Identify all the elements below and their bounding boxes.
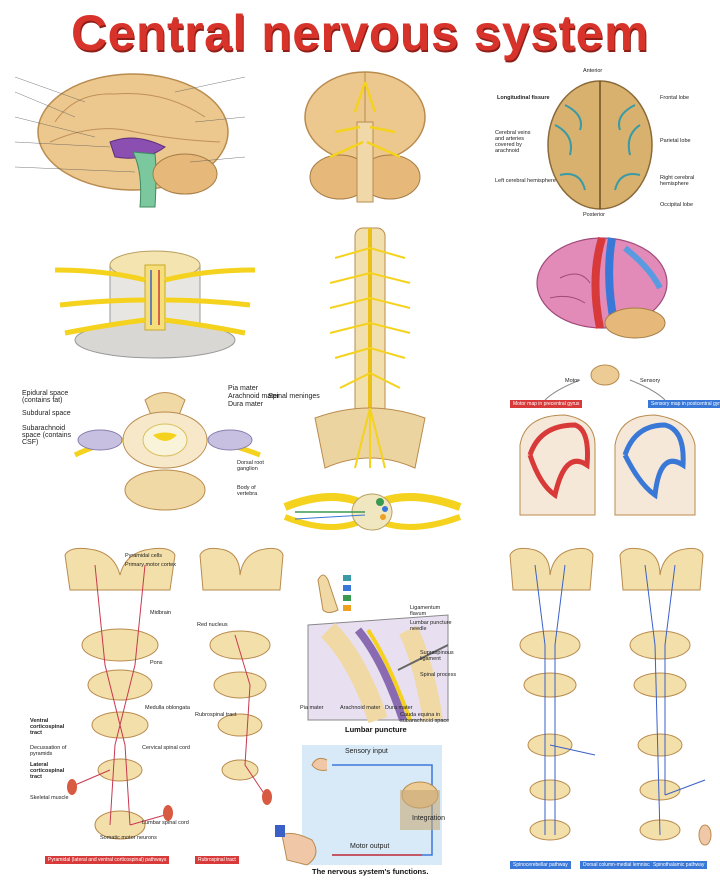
label-lateral-cst: Lateral corticospinal tract <box>30 762 65 780</box>
label-frontal-lobe: Frontal lobe <box>660 95 690 101</box>
label-spinal-meninges: Spinal meninges <box>268 393 320 400</box>
label-lp-dura: Dura mater <box>385 705 413 711</box>
superior-brain-illustration <box>547 80 653 210</box>
label-rubrospinal: Rubrospinal tract <box>195 712 237 718</box>
label-lp-cauda: Cauda equina in subarachnoid space <box>400 712 450 724</box>
rubrospinal-tract-tag: Rubrospinal tract <box>195 856 239 864</box>
functions-diagram <box>275 745 442 866</box>
label-needle: Lumbar puncture needle <box>410 620 452 632</box>
label-parietal-lobe: Parietal lobe <box>660 138 691 144</box>
label-pia-mater: Pia mater <box>228 385 258 392</box>
spinal-cord-illustration <box>314 227 426 469</box>
label-integration: Integration <box>412 815 446 822</box>
label-spinal-process: Spinal process <box>420 672 457 678</box>
label-body-of-vertebra: Body of vertebra <box>237 485 258 497</box>
page-title: Central nervous system <box>71 5 649 61</box>
label-supraspinous: Supraspinous ligament <box>420 650 454 662</box>
label-lp-arachnoid: Arachnoid mater <box>340 705 381 711</box>
label-sensory: Sensory <box>640 378 661 384</box>
label-left-hemisphere: Left cerebral hemisphere <box>495 178 556 184</box>
label-sensory-input: Sensory input <box>345 748 388 755</box>
functions-caption: The nervous system's functions. <box>312 867 429 876</box>
cord-nerve-cross-section <box>283 493 462 531</box>
label-right-hemisphere: Right cerebral hemisphere <box>660 175 695 187</box>
label-anterior: Anterior <box>583 68 603 74</box>
label-medulla: Medulla oblongata <box>145 705 190 711</box>
label-somatic-neurons: Somatic motor neurons <box>100 835 157 841</box>
label-lumbar-cord: Lumbar spinal cord <box>142 820 189 826</box>
spinothalamic-tag: Spinothalamic pathway <box>650 861 708 869</box>
lumbar-puncture-caption: Lumbar puncture <box>345 725 407 734</box>
label-pons: Pons <box>150 660 163 666</box>
label-decussation: Decussation of pyramids <box>30 745 67 757</box>
label-epidural-space: Epidural space (contains fat) <box>22 390 69 404</box>
dorsal-column-tag: Dorsal column-medial lemniscal pathway <box>580 861 677 869</box>
label-cerebral-veins: Cerebral veins and arteries covered by a… <box>495 130 531 154</box>
pyramidal-pathway-tag: Pyramidal (lateral and ventral corticosp… <box>45 856 170 864</box>
motor-cortex-tag: Motor map in precentral gyrus <box>510 400 583 408</box>
pyramidal-pathway-illustration <box>64 547 176 840</box>
sensory-pathway-illustration <box>509 547 712 846</box>
label-motor-output: Motor output <box>350 843 390 850</box>
label-midbrain: Midbrain <box>150 610 172 616</box>
spinal-segment-illustration <box>54 250 256 359</box>
inferior-brain-illustration <box>304 71 426 203</box>
label-primary-motor: Primary motor cortex <box>125 562 177 568</box>
label-arachnoid-mater: Arachnoid mater <box>228 393 280 400</box>
label-subarachnoid-space: Subarachnoid space (contains CSF) <box>22 425 72 446</box>
lateral-brain-illustration <box>536 236 668 339</box>
label-dura-mater: Dura mater <box>228 401 264 408</box>
label-motor: Motor <box>565 378 580 384</box>
lumbar-puncture-illustration <box>307 574 449 724</box>
label-ligamentum-flavum: Ligamentum flavum <box>410 605 441 617</box>
rubrospinal-pathway-illustration <box>199 547 284 805</box>
sensory-cortex-tag: Sensory map in postcentral gyrus <box>648 400 720 408</box>
vertebra-cross-section-illustration <box>73 392 261 511</box>
label-longitudinal-fissure: Longitudinal fissure <box>497 95 550 101</box>
label-red-nucleus: Red nucleus <box>197 622 228 628</box>
label-subdural-space: Subdural space <box>22 410 71 417</box>
label-skeletal-muscle: Skeletal muscle <box>30 795 69 801</box>
label-lp-pia: Pia mater <box>300 705 324 711</box>
label-ventral-cst: Ventral corticospinal tract <box>30 718 65 736</box>
label-pyramidal-cells: Pyramidal cells <box>125 553 162 559</box>
label-occipital-lobe: Occipital lobe <box>660 202 694 208</box>
label-cervical-cord: Cervical spinal cord <box>142 745 190 751</box>
label-posterior: Posterior <box>583 212 606 218</box>
cortex-map-illustration <box>519 364 696 516</box>
label-dorsal-root-ganglion: Dorsal root ganglion <box>237 460 264 472</box>
spino-pathway-tag: Spinocerebellar pathway <box>510 861 571 869</box>
sagittal-brain-illustration <box>14 73 246 208</box>
